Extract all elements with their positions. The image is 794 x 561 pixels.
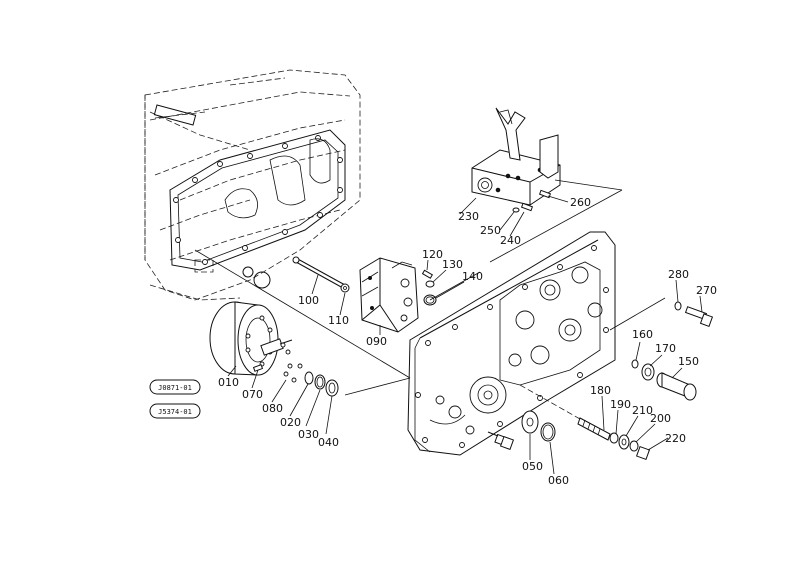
leader-pump-to-cover xyxy=(344,377,411,396)
label-280: 280 xyxy=(668,268,689,281)
label-030: 030 xyxy=(298,428,319,441)
washer-280 xyxy=(674,301,682,311)
label-150: 150 xyxy=(678,355,699,368)
oring-140 xyxy=(423,294,437,306)
ring-020 xyxy=(304,371,314,385)
valve-block-090 xyxy=(359,257,419,333)
ref-code-upper: J0871-01 xyxy=(149,379,201,395)
label-100: 100 xyxy=(298,294,319,307)
ring-030 xyxy=(314,374,326,390)
label-170: 170 xyxy=(655,342,676,355)
seal-040 xyxy=(325,379,339,397)
cap-220 xyxy=(635,445,651,461)
leader-fork-right xyxy=(554,179,623,191)
spring-210 xyxy=(618,434,630,450)
leader-fork-to-cover xyxy=(489,189,623,263)
transmission-housing xyxy=(144,69,361,301)
pin-260 xyxy=(538,189,552,199)
label-260: 260 xyxy=(570,196,591,209)
leader-140 xyxy=(429,271,481,301)
label-180: 180 xyxy=(590,384,611,397)
key-070 xyxy=(252,364,264,372)
leader-280 xyxy=(609,297,666,331)
ref-code-lower-text: J5374-01 xyxy=(158,408,192,416)
label-160: 160 xyxy=(632,328,653,341)
washer-190 xyxy=(609,432,619,444)
label-240: 240 xyxy=(500,234,521,247)
pump-010 xyxy=(209,301,293,376)
label-060: 060 xyxy=(548,474,569,487)
label-040: 040 xyxy=(318,436,339,449)
balls-080 xyxy=(280,342,303,383)
label-220: 220 xyxy=(665,432,686,445)
oring-130 xyxy=(425,280,435,288)
label-120: 120 xyxy=(422,248,443,261)
oring-060 xyxy=(540,422,556,442)
label-130: 130 xyxy=(442,258,463,271)
label-250: 250 xyxy=(480,224,501,237)
ref-code-upper-text: J0871-01 xyxy=(158,384,192,392)
label-110: 110 xyxy=(328,314,349,327)
label-200: 200 xyxy=(650,412,671,425)
label-190: 190 xyxy=(610,398,631,411)
bolt-plug xyxy=(487,431,515,451)
label-210: 210 xyxy=(632,404,653,417)
leader-housing-to-cover xyxy=(194,249,411,379)
pin-120 xyxy=(421,269,434,279)
label-140: 140 xyxy=(462,270,483,283)
nut-110 xyxy=(340,283,350,293)
plunger-150 xyxy=(656,372,697,401)
label-270: 270 xyxy=(696,284,717,297)
label-230: 230 xyxy=(458,210,479,223)
nut-200 xyxy=(629,440,639,452)
shift-fork-230 xyxy=(471,107,561,206)
label-leaders xyxy=(227,195,703,475)
bolt-270 xyxy=(684,306,714,328)
pin-250 xyxy=(512,207,520,213)
label-050: 050 xyxy=(522,460,543,473)
rod-180 xyxy=(519,384,611,441)
pin-240 xyxy=(520,202,534,212)
part-labels: 010 070 080 020 030 040 050 060 090 100 … xyxy=(218,196,717,487)
label-010: 010 xyxy=(218,376,239,389)
label-080: 080 xyxy=(262,402,283,415)
seal-170 xyxy=(641,363,655,381)
cover-plate xyxy=(407,231,616,456)
label-090: 090 xyxy=(366,335,387,348)
ref-code-lower: J5374-01 xyxy=(149,403,201,419)
washer-050 xyxy=(521,410,539,434)
bolt-100 xyxy=(292,256,346,289)
label-020: 020 xyxy=(280,416,301,429)
label-070: 070 xyxy=(242,388,263,401)
oring-160 xyxy=(631,359,639,369)
